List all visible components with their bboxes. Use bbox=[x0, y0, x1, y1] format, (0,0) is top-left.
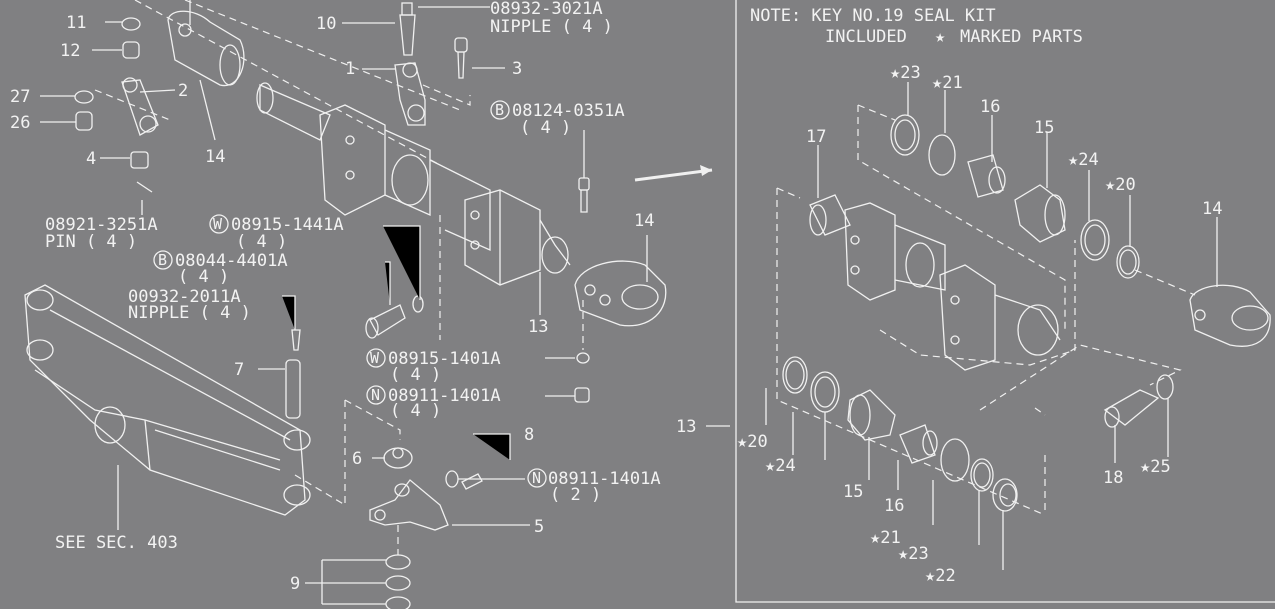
part-number-pin: 08921-3251A bbox=[45, 215, 158, 235]
note-line-2a: INCLUDED bbox=[825, 27, 907, 47]
note-line-2b: MARKED PARTS bbox=[960, 27, 1083, 47]
callout-star-20: ★20 bbox=[1105, 175, 1136, 195]
callout-star-21: ★21 bbox=[870, 528, 901, 548]
callout-star-20: ★20 bbox=[737, 432, 768, 452]
callout-27: 27 bbox=[10, 87, 30, 107]
callout-5: 5 bbox=[534, 517, 544, 537]
qty-nut: ( 4 ) bbox=[390, 401, 441, 421]
seal-kit-detail: NOTE: KEY NO.19 SEAL KIT INCLUDED ★ MARK… bbox=[735, 0, 1275, 603]
part-number-nut: 08911-1401A bbox=[388, 386, 501, 406]
callout-11: 11 bbox=[66, 13, 86, 33]
star-icon: ★ bbox=[935, 27, 945, 47]
callout-star-22: ★22 bbox=[925, 566, 956, 586]
callout-12: 12 bbox=[60, 41, 80, 61]
left-assembly-drawing bbox=[24, 0, 713, 609]
callout-9: 9 bbox=[290, 574, 300, 594]
callout-star-24: ★24 bbox=[765, 456, 796, 476]
callout-4: 4 bbox=[86, 149, 96, 169]
callout-18: 18 bbox=[1103, 468, 1123, 488]
see-section-note: SEE SEC. 403 bbox=[55, 533, 178, 553]
b-circle-icon bbox=[153, 250, 173, 270]
callout-14: 14 bbox=[1202, 199, 1222, 219]
callout-8: 8 bbox=[524, 425, 534, 445]
prefix-b: B bbox=[495, 101, 504, 119]
note-line-1: NOTE: KEY NO.19 SEAL KIT bbox=[750, 6, 996, 26]
callout-star-24: ★24 bbox=[1068, 150, 1099, 170]
part-desc-nipple: NIPPLE ( 4 ) bbox=[128, 303, 251, 323]
qty-washer: ( 4 ) bbox=[236, 232, 287, 252]
part-desc-pin: PIN ( 4 ) bbox=[45, 232, 137, 252]
part-number-nipple: 08932-3021A bbox=[490, 0, 603, 19]
left-callouts: 11 12 27 26 4 2 14 10 1 3 14 13 7 8 6 5 … bbox=[10, 0, 730, 594]
callout-13: 13 bbox=[528, 317, 548, 337]
callout-16: 16 bbox=[884, 496, 904, 516]
prefix-w: W bbox=[370, 349, 380, 367]
qty-bolt: ( 4 ) bbox=[178, 267, 229, 287]
part-desc-nipple: NIPPLE ( 4 ) bbox=[490, 17, 613, 37]
part-number-bolt: 08124-0351A bbox=[512, 101, 625, 121]
part-number-nut: 08911-1401A bbox=[548, 469, 661, 489]
n-circle-icon bbox=[366, 385, 386, 405]
callout-15: 15 bbox=[1034, 118, 1054, 138]
callout-star-23: ★23 bbox=[890, 63, 921, 83]
prefix-b: B bbox=[158, 251, 167, 269]
callout-6: 6 bbox=[352, 449, 362, 469]
callout-1: 1 bbox=[345, 59, 355, 79]
part-number-washer: 08915-1401A bbox=[388, 349, 501, 369]
prefix-n: N bbox=[532, 469, 541, 487]
callout-star-21: ★21 bbox=[932, 73, 963, 93]
callout-13: 13 bbox=[676, 417, 696, 437]
part-number-bolt: 08044-4401A bbox=[175, 251, 288, 271]
n-circle-icon bbox=[527, 468, 547, 488]
callout-17: 17 bbox=[806, 127, 826, 147]
b-circle-icon bbox=[490, 100, 510, 120]
callout-3: 3 bbox=[512, 59, 522, 79]
callout-star-23: ★23 bbox=[898, 544, 929, 564]
callout-15: 15 bbox=[843, 482, 863, 502]
w-circle-icon bbox=[209, 214, 229, 234]
callout-14: 14 bbox=[634, 211, 654, 231]
callout-26: 26 bbox=[10, 113, 30, 133]
qty-nut: ( 2 ) bbox=[550, 485, 601, 505]
qty-bolt: ( 4 ) bbox=[520, 118, 571, 138]
callout-2: 2 bbox=[178, 81, 188, 101]
callout-star-25: ★25 bbox=[1140, 457, 1171, 477]
prefix-n: N bbox=[371, 386, 380, 404]
callout-10: 10 bbox=[316, 14, 336, 34]
w-circle-icon bbox=[366, 348, 386, 368]
part-number-washer: 08915-1441A bbox=[231, 215, 344, 235]
part-number-nipple: 00932-2011A bbox=[128, 287, 241, 307]
callout-16: 16 bbox=[980, 97, 1000, 117]
prefix-w: W bbox=[213, 215, 223, 233]
callout-7: 7 bbox=[234, 360, 244, 380]
callout-14: 14 bbox=[205, 147, 225, 167]
qty-washer: ( 4 ) bbox=[390, 365, 441, 385]
